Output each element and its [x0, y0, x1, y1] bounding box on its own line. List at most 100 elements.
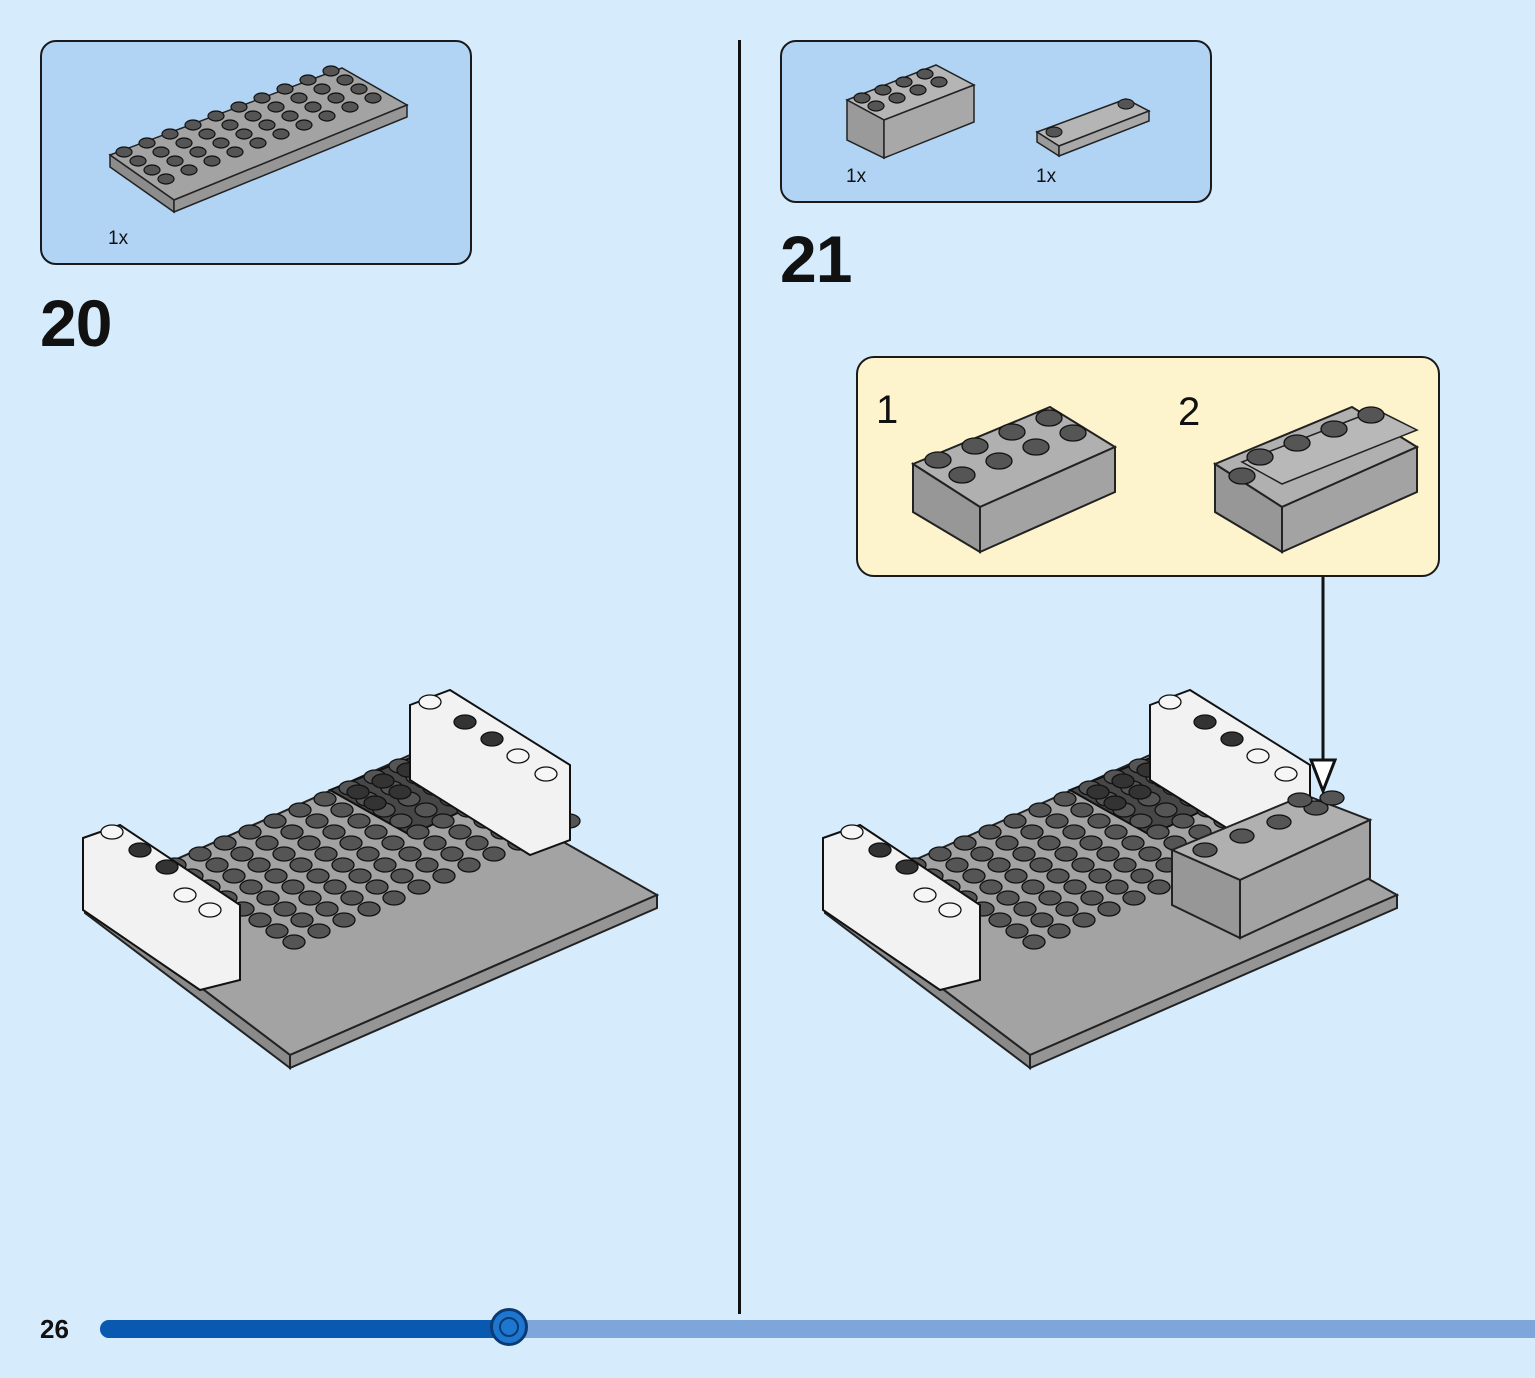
stud-icon — [962, 868, 986, 884]
stud-icon — [1020, 824, 1044, 840]
stud-icon — [138, 137, 156, 149]
stud-icon — [978, 824, 1002, 840]
plate-4x10-gray-icon — [108, 65, 409, 214]
stud-icon — [1003, 813, 1027, 829]
stud-icon — [307, 923, 331, 939]
stud-icon — [280, 824, 304, 840]
stud-icon — [180, 164, 198, 176]
stud-icon — [979, 879, 1003, 895]
stud-icon — [1062, 824, 1086, 840]
stud-icon — [432, 868, 456, 884]
stud-icon — [1283, 434, 1311, 452]
page-number: 26 — [40, 1314, 69, 1344]
stud-icon — [305, 813, 329, 829]
stud-icon — [1274, 766, 1298, 782]
stud-icon — [365, 879, 389, 895]
stud-icon — [222, 868, 246, 884]
stud-icon — [272, 846, 296, 862]
stud-icon — [230, 101, 248, 113]
stud-icon — [1122, 890, 1146, 906]
stud-icon — [1121, 835, 1145, 851]
stud-icon — [1086, 784, 1110, 800]
stud-icon — [988, 912, 1012, 928]
stud-icon — [407, 879, 431, 895]
stud-icon — [389, 813, 413, 829]
stud-icon — [249, 137, 267, 149]
stud-icon — [961, 437, 989, 455]
stud-icon — [534, 766, 558, 782]
stud-icon — [299, 74, 317, 86]
stud-icon — [440, 846, 464, 862]
stud-icon — [239, 879, 263, 895]
stud-icon — [1046, 868, 1070, 884]
stud-icon — [996, 890, 1020, 906]
stud-icon — [315, 901, 339, 917]
substep-number: 2 — [1178, 390, 1201, 434]
stud-icon — [350, 83, 368, 95]
stud-icon — [313, 791, 337, 807]
step-number: 20 — [40, 286, 112, 360]
stud-icon — [100, 824, 124, 840]
stud-icon — [256, 890, 280, 906]
stud-icon — [1287, 792, 1313, 808]
submodel-callout: 1 2 — [856, 356, 1440, 577]
stud-icon — [373, 857, 397, 873]
stud-icon — [356, 846, 380, 862]
progress-bar — [100, 1320, 1535, 1338]
stud-icon — [347, 813, 371, 829]
stud-icon — [290, 92, 308, 104]
stud-icon — [1028, 802, 1052, 818]
stud-icon — [265, 923, 289, 939]
stud-icon — [198, 902, 222, 918]
stud-icon — [895, 76, 913, 88]
stud-icon — [207, 110, 225, 122]
stud-icon — [888, 92, 906, 104]
stud-icon — [465, 835, 489, 851]
stud-icon — [226, 146, 244, 158]
stud-icon — [161, 128, 179, 140]
stud-icon — [867, 100, 885, 112]
brick-2x4-gray-icon — [845, 64, 976, 160]
stud-icon — [1055, 901, 1079, 917]
stud-icon — [928, 846, 952, 862]
stud-icon — [290, 912, 314, 928]
stud-icon — [1228, 467, 1256, 485]
stud-icon — [166, 155, 184, 167]
stud-icon — [1171, 813, 1195, 829]
stud-icon — [297, 835, 321, 851]
stud-icon — [263, 813, 287, 829]
stud-icon — [184, 119, 202, 131]
stud-icon — [1105, 879, 1129, 895]
stud-icon — [330, 802, 354, 818]
stud-icon — [1045, 813, 1069, 829]
stud-icon — [1080, 890, 1104, 906]
stud-icon — [322, 65, 340, 77]
stud-icon — [998, 423, 1026, 441]
stud-icon — [1029, 857, 1053, 873]
stud-icon — [247, 857, 271, 873]
stud-icon — [1030, 912, 1054, 928]
stud-icon — [406, 824, 430, 840]
substep-number: 1 — [876, 388, 899, 432]
stud-icon — [1097, 901, 1121, 917]
submodel-substep-2-illustration — [1212, 405, 1420, 554]
stud-icon — [276, 83, 294, 95]
stud-icon — [1193, 714, 1217, 730]
stud-icon — [1047, 923, 1071, 939]
parts-list-step-20: 1x — [40, 40, 472, 265]
stud-icon — [295, 119, 313, 131]
stud-icon — [1357, 406, 1385, 424]
stud-icon — [1072, 912, 1096, 928]
stud-icon — [255, 835, 279, 851]
stud-icon — [1054, 846, 1078, 862]
stud-icon — [323, 879, 347, 895]
stud-icon — [1022, 934, 1046, 950]
stud-icon — [253, 92, 271, 104]
stud-icon — [1087, 813, 1111, 829]
stud-icon — [341, 101, 359, 113]
stud-icon — [1079, 835, 1103, 851]
stud-icon — [213, 835, 237, 851]
stud-icon — [868, 842, 892, 858]
stud-icon — [1038, 890, 1062, 906]
stud-icon — [188, 846, 212, 862]
